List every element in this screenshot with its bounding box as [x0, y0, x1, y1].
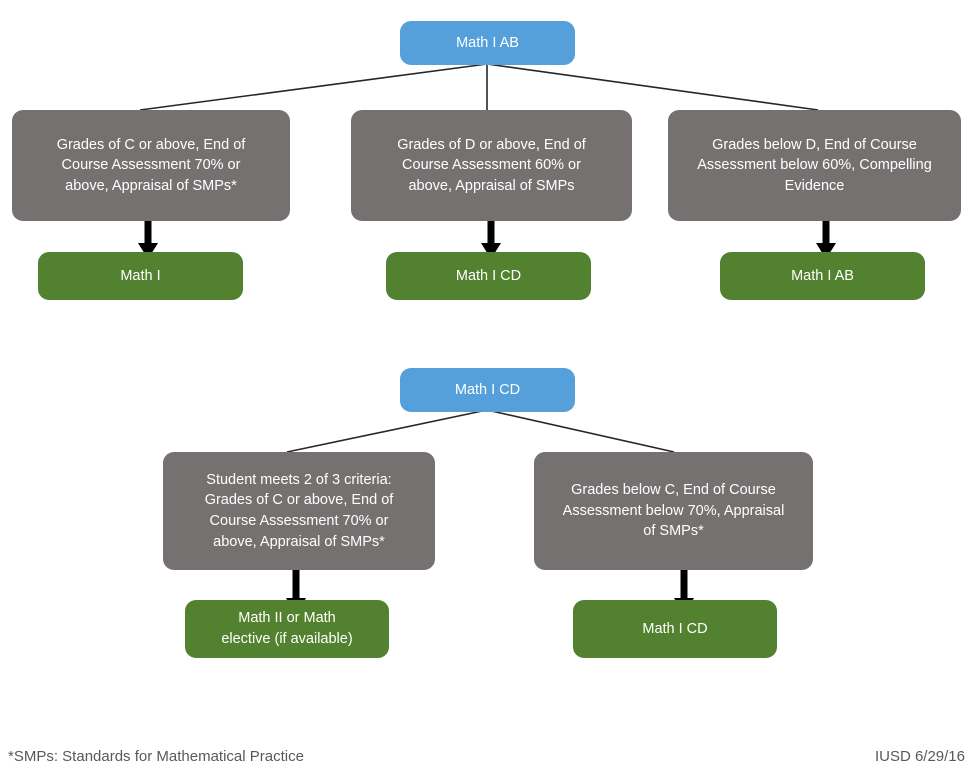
- edge-math-i-ab-to-criteria-c: [139, 63, 488, 111]
- node-outcome-math-i-cd-2[interactable]: Math I CD: [573, 600, 777, 658]
- node-label: Grades of C or above, End of Course Asse…: [56, 136, 246, 194]
- node-label: Grades of D or above, End of Course Asse…: [397, 136, 586, 194]
- node-criteria-2-of-3[interactable]: Student meets 2 of 3 criteria: Grades of…: [163, 452, 435, 570]
- node-criteria-c-or-above[interactable]: Grades of C or above, End of Course Asse…: [12, 110, 290, 221]
- node-source-math-i-ab[interactable]: Math I AB: [400, 21, 575, 65]
- edge-math-i-ab-to-criteria-below-d: [486, 63, 819, 111]
- node-criteria-below-d[interactable]: Grades below D, End of Course Assessment…: [668, 110, 961, 221]
- node-label: Math I CD: [455, 267, 522, 284]
- node-label: Grades below C, End of Course Assessment…: [562, 482, 785, 540]
- node-outcome-math-ii-or-elective[interactable]: Math II or Math elective (if available): [185, 600, 389, 658]
- edge-math-i-cd-to-criteria-2of3: [286, 409, 488, 453]
- node-label: Math I CD: [642, 620, 708, 637]
- footnote-attribution: IUSD 6/29/16: [874, 748, 965, 765]
- node-outcome-math-i-ab[interactable]: Math I AB: [720, 252, 925, 300]
- footnote-smps-legend: *SMPs: Standards for Mathematical Practi…: [8, 748, 304, 765]
- edge-math-i-cd-to-criteria-below-c: [486, 409, 675, 453]
- node-outcome-math-i[interactable]: Math I: [38, 252, 243, 300]
- node-label: Grades below D, End of Course Assessment…: [697, 136, 932, 194]
- node-label: Math I CD: [454, 381, 521, 398]
- node-label: Math II or Math elective (if available): [221, 610, 353, 647]
- node-criteria-below-c[interactable]: Grades below C, End of Course Assessment…: [534, 452, 813, 570]
- node-label: Math I AB: [456, 34, 519, 51]
- node-label: Math I: [120, 267, 161, 284]
- node-label: Math I AB: [791, 267, 854, 284]
- node-source-math-i-cd[interactable]: Math I CD: [400, 368, 575, 412]
- node-label: Student meets 2 of 3 criteria: Grades of…: [204, 471, 394, 550]
- node-criteria-d-or-above[interactable]: Grades of D or above, End of Course Asse…: [351, 110, 632, 221]
- node-outcome-math-i-cd[interactable]: Math I CD: [386, 252, 591, 300]
